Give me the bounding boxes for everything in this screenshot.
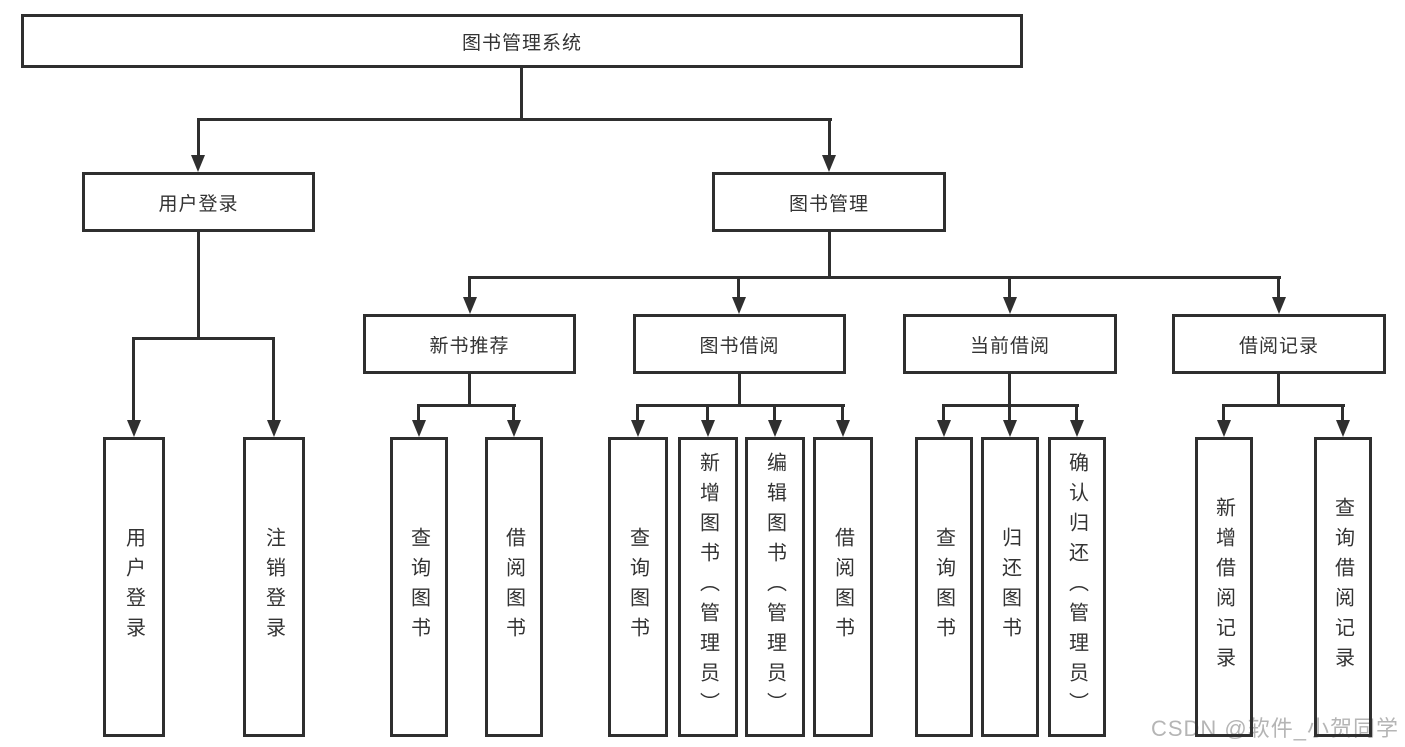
arrowhead-down-icon <box>1003 420 1017 437</box>
connector-line <box>468 374 471 407</box>
arrowhead-down-icon <box>507 420 521 437</box>
connector-line <box>636 404 639 423</box>
node-book-management: 图书管理 <box>712 172 946 232</box>
connector-line <box>197 118 832 121</box>
node-borrowing-records: 借阅记录 <box>1172 314 1386 374</box>
node-label: 查询图书 <box>932 527 955 647</box>
leaf-recommend-query-books: 查询图书 <box>390 437 448 737</box>
arrowhead-down-icon <box>463 297 477 314</box>
node-label: 归还图书 <box>998 527 1021 647</box>
connector-line <box>132 337 275 340</box>
connector-line <box>1341 404 1344 423</box>
leaf-borrowing-query-books: 查询图书 <box>608 437 668 737</box>
leaf-query-borrow-record: 查询借阅记录 <box>1314 437 1372 737</box>
node-label: 图书管理 <box>788 193 869 215</box>
node-current-borrowing: 当前借阅 <box>903 314 1117 374</box>
node-label: 新书推荐 <box>429 335 510 357</box>
connector-line <box>1222 404 1225 423</box>
leaf-borrow-books: 借阅图书 <box>813 437 873 737</box>
leaf-return-books: 归还图书 <box>981 437 1039 737</box>
node-label: 图书管理系统 <box>461 32 582 54</box>
node-label: 借阅图书 <box>502 527 525 647</box>
node-label: 借阅图书 <box>831 527 854 647</box>
node-library-management-system: 图书管理系统 <box>21 14 1023 68</box>
connector-line <box>197 118 200 157</box>
connector-line <box>828 232 831 278</box>
node-label: 查询图书 <box>626 527 649 647</box>
connector-line <box>1008 404 1011 423</box>
node-label: 确认归还（管理员） <box>1065 452 1088 722</box>
connector-line <box>132 337 135 422</box>
arrowhead-down-icon <box>267 420 281 437</box>
connector-line <box>828 118 831 157</box>
arrowhead-down-icon <box>127 420 141 437</box>
node-label: 编辑图书（管理员） <box>763 452 786 722</box>
csdn-watermark: CSDN @软件_小贺同学 <box>1150 716 1399 741</box>
node-label: 当前借阅 <box>969 335 1050 357</box>
node-new-book-recommend: 新书推荐 <box>363 314 576 374</box>
arrowhead-down-icon <box>836 420 850 437</box>
leaf-edit-books-admin: 编辑图书（管理员） <box>745 437 805 737</box>
connector-line <box>417 404 516 407</box>
node-label: 图书借阅 <box>699 335 780 357</box>
connector-line <box>468 276 1281 279</box>
connector-line <box>1277 374 1280 407</box>
connector-line <box>512 404 515 423</box>
arrowhead-down-icon <box>1336 420 1350 437</box>
arrowhead-down-icon <box>937 420 951 437</box>
node-label: 新增借阅记录 <box>1212 497 1235 677</box>
connector-line <box>468 276 471 299</box>
arrowhead-down-icon <box>732 297 746 314</box>
connector-line <box>1075 404 1078 423</box>
arrowhead-down-icon <box>768 420 782 437</box>
leaf-user-login: 用户登录 <box>103 437 165 737</box>
node-label: 注销登录 <box>262 527 285 647</box>
connector-line <box>1008 276 1011 299</box>
connector-line <box>520 68 523 120</box>
connector-line <box>272 337 275 422</box>
connector-line <box>773 404 776 423</box>
node-label: 新增图书（管理员） <box>696 452 719 722</box>
node-label: 用户登录 <box>122 527 145 647</box>
arrowhead-down-icon <box>412 420 426 437</box>
connector-line <box>1277 276 1280 299</box>
arrowhead-down-icon <box>191 155 205 172</box>
arrowhead-down-icon <box>1003 297 1017 314</box>
connector-line <box>1222 404 1345 407</box>
leaf-logout: 注销登录 <box>243 437 305 737</box>
arrowhead-down-icon <box>1272 297 1286 314</box>
arrowhead-down-icon <box>631 420 645 437</box>
connector-line <box>1008 374 1011 407</box>
node-label: 用户登录 <box>158 193 239 215</box>
arrowhead-down-icon <box>822 155 836 172</box>
connector-line <box>197 232 200 338</box>
arrowhead-down-icon <box>1217 420 1231 437</box>
node-label: 查询图书 <box>407 527 430 647</box>
connector-line <box>841 404 844 423</box>
leaf-add-borrow-record: 新增借阅记录 <box>1195 437 1253 737</box>
leaf-recommend-borrow-books: 借阅图书 <box>485 437 543 737</box>
connector-line <box>738 374 741 407</box>
connector-line <box>737 276 740 299</box>
arrowhead-down-icon <box>701 420 715 437</box>
connector-line <box>942 404 945 423</box>
leaf-add-books-admin: 新增图书（管理员） <box>678 437 738 737</box>
connector-line <box>636 404 845 407</box>
leaf-current-query-books: 查询图书 <box>915 437 973 737</box>
node-label: 查询借阅记录 <box>1331 497 1354 677</box>
leaf-confirm-return-admin: 确认归还（管理员） <box>1048 437 1106 737</box>
node-user-login: 用户登录 <box>82 172 315 232</box>
arrowhead-down-icon <box>1070 420 1084 437</box>
node-label: 借阅记录 <box>1238 335 1319 357</box>
node-book-borrowing: 图书借阅 <box>633 314 846 374</box>
connector-line <box>417 404 420 423</box>
connector-line <box>706 404 709 423</box>
